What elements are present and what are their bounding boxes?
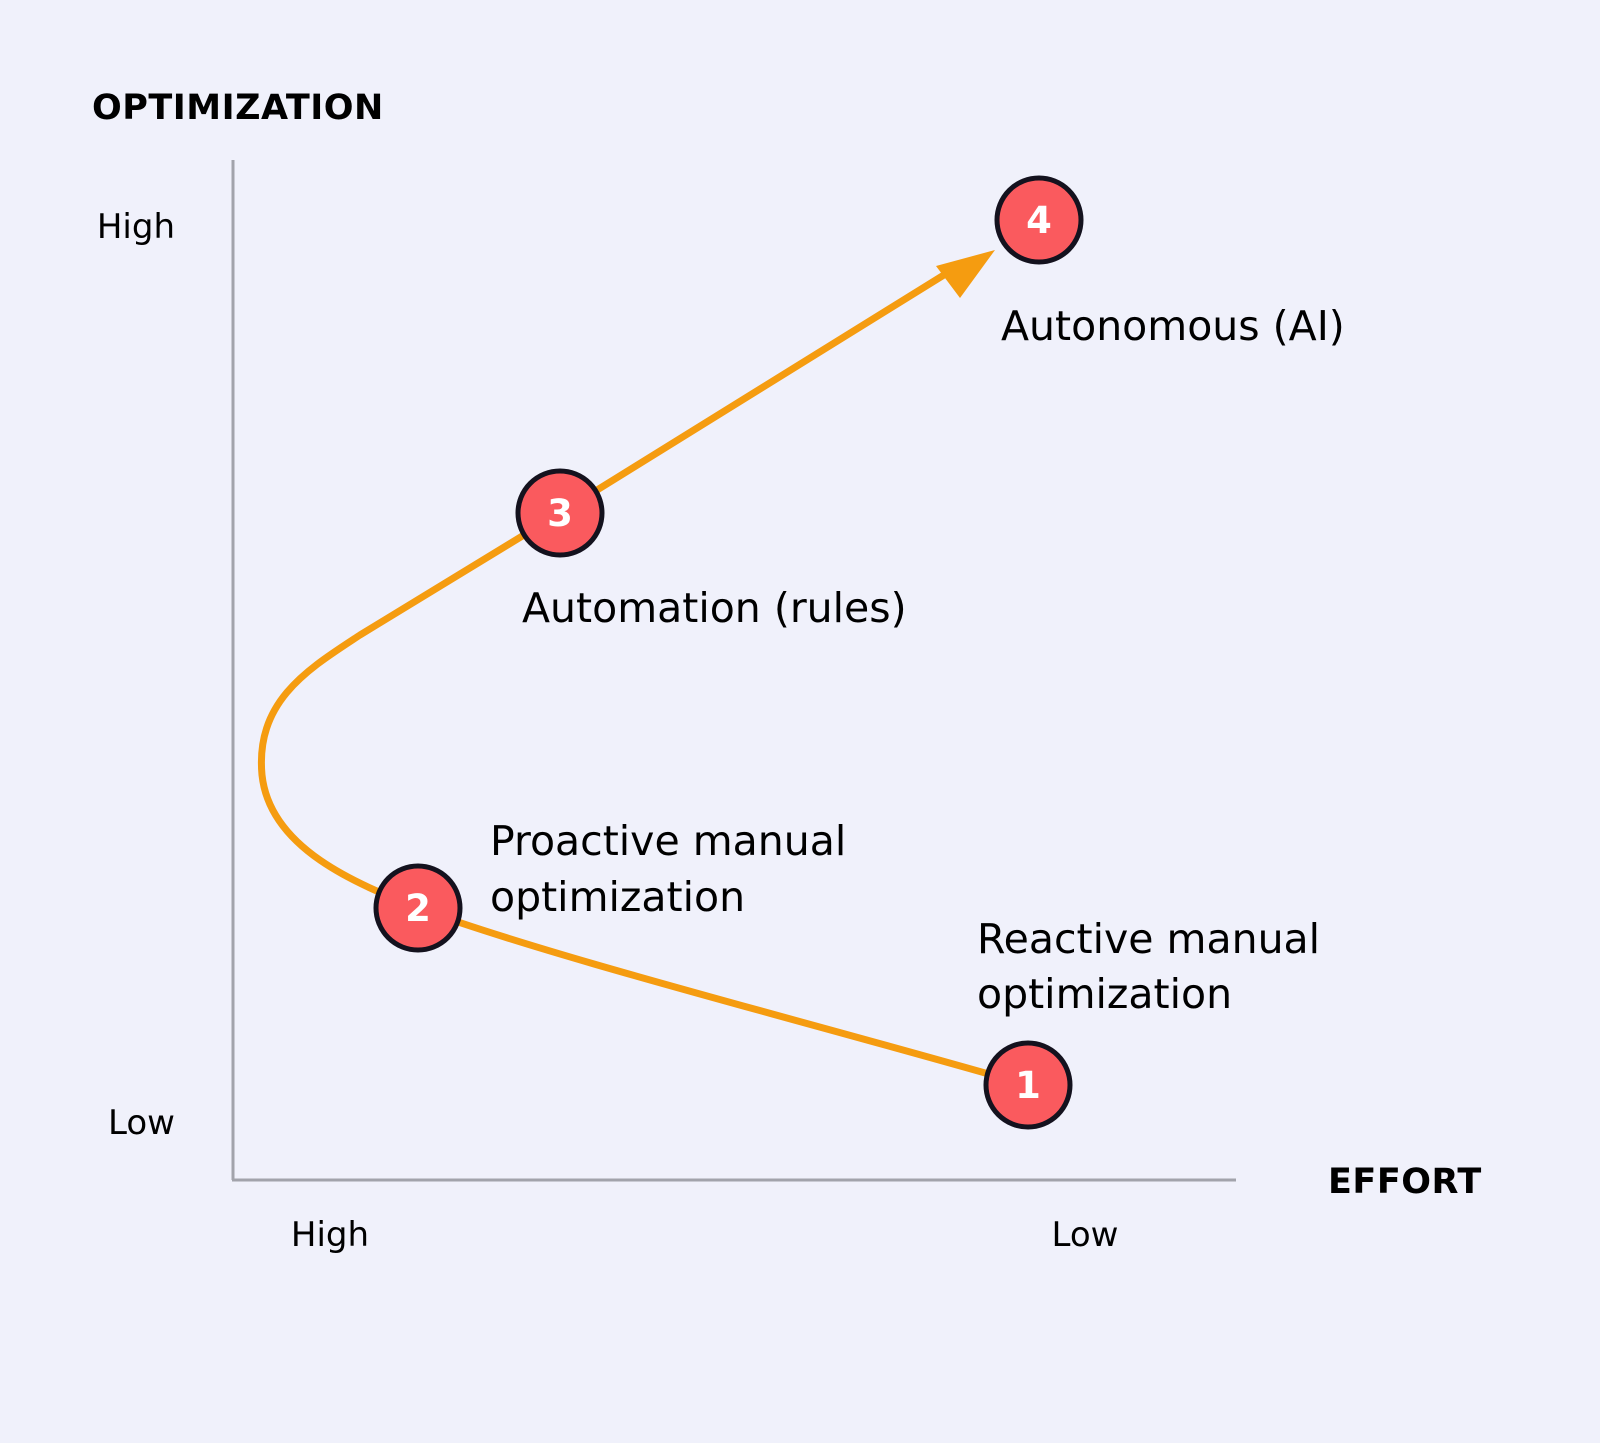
y-axis-high-label: High xyxy=(97,207,175,247)
stage-number-2: 2 xyxy=(405,887,431,930)
x-axis-low-label: Low xyxy=(1052,1215,1119,1255)
stage-label-2-line-2: optimization xyxy=(490,873,745,921)
stage-label-2-line-1: Proactive manual xyxy=(490,817,846,865)
stage-label-4: Autonomous (AI) xyxy=(1001,302,1345,350)
x-axis-title: EFFORT xyxy=(1328,1162,1482,1202)
stage-number-1: 1 xyxy=(1015,1064,1041,1107)
stage-label-3: Automation (rules) xyxy=(522,584,907,632)
stage-number-4: 4 xyxy=(1026,199,1052,242)
stage-label-1-line-2: optimization xyxy=(977,970,1232,1018)
x-axis-high-label: High xyxy=(291,1215,369,1255)
path-arrowhead xyxy=(936,250,995,298)
y-axis-low-label: Low xyxy=(108,1103,175,1143)
y-axis-title: OPTIMIZATION xyxy=(92,88,384,128)
stage-marker-4: 4 xyxy=(994,175,1084,265)
stage-marker-1: 1 xyxy=(983,1040,1073,1130)
maturity-path xyxy=(257,261,1031,1089)
stage-label-1-line-1: Reactive manual xyxy=(977,915,1320,963)
stage-number-3: 3 xyxy=(547,492,573,535)
stage-marker-2: 2 xyxy=(373,863,463,953)
stage-marker-3: 3 xyxy=(515,468,605,558)
